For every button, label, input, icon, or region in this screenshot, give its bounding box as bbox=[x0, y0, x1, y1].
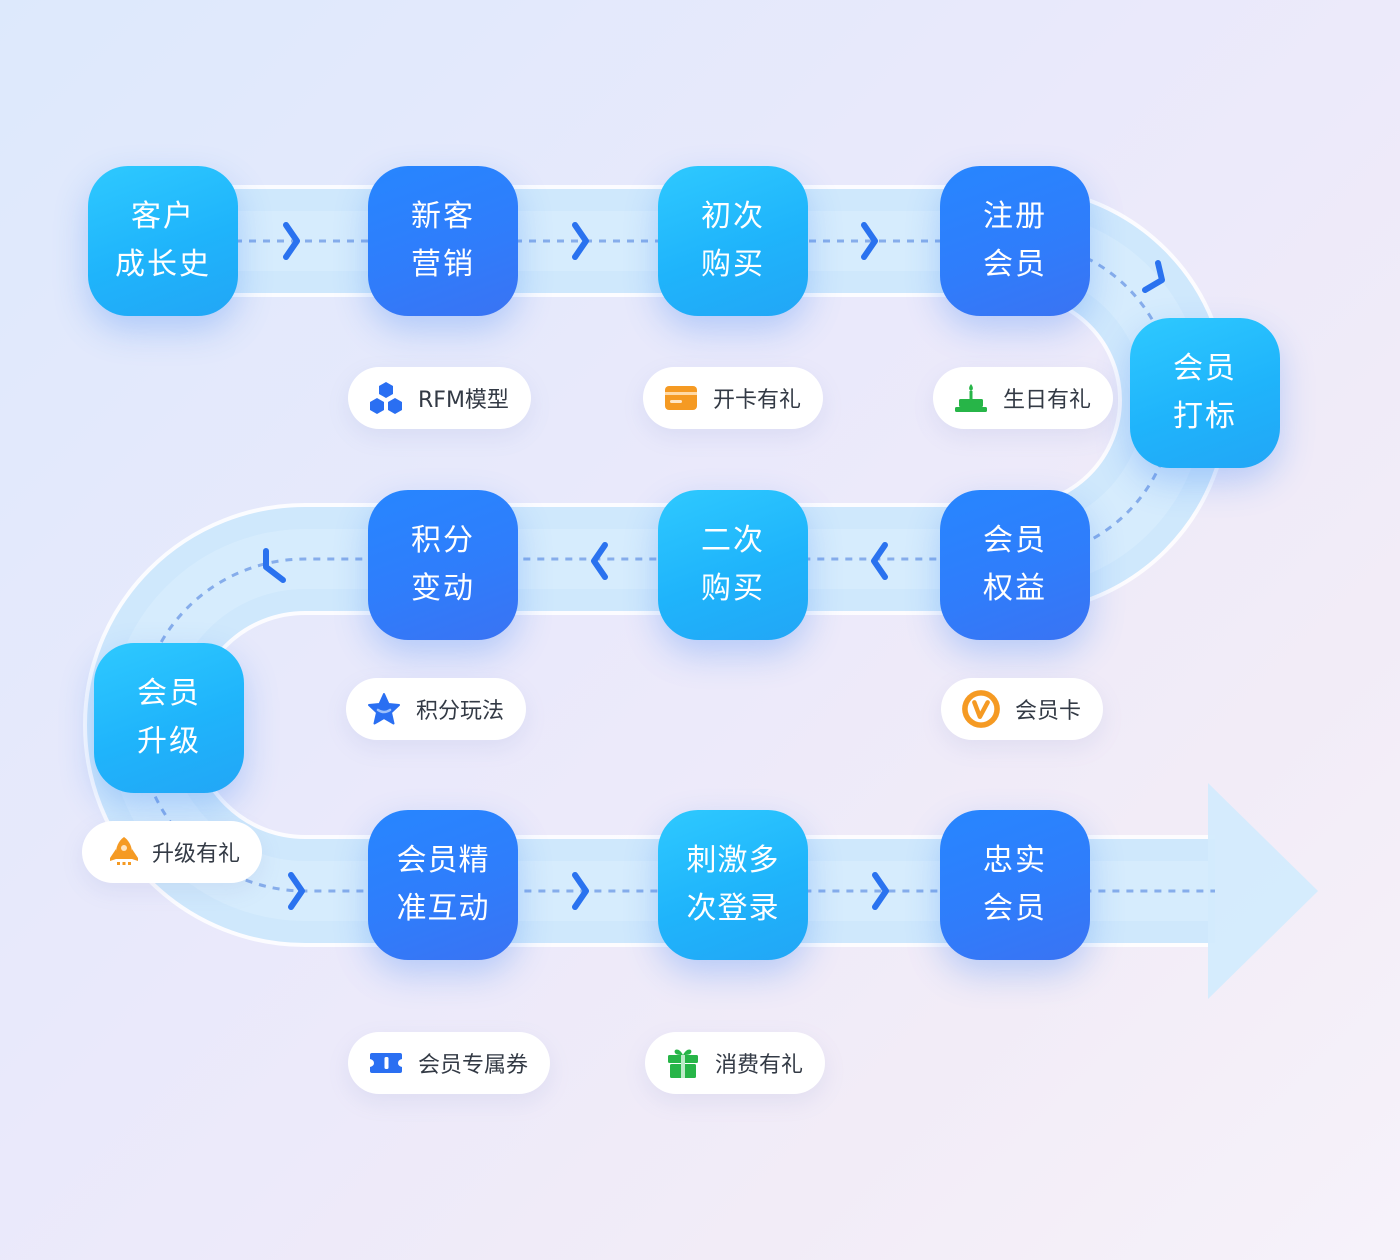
tag-points-play[interactable]: 积分玩法 bbox=[346, 678, 527, 740]
node-label: 会员精 准互动 bbox=[396, 843, 490, 926]
chevron-right-icon bbox=[872, 872, 889, 910]
cake-icon bbox=[955, 384, 987, 412]
node-member-tagging[interactable]: 会员 打标 bbox=[1130, 318, 1280, 468]
ticket-icon bbox=[370, 1053, 402, 1073]
chevron-right-icon bbox=[572, 222, 589, 260]
chevron-up-left-icon bbox=[263, 548, 286, 583]
chevron-right-icon bbox=[283, 222, 300, 260]
tag-card-gift[interactable]: 开卡有礼 bbox=[643, 367, 824, 429]
node-label: 新客 营销 bbox=[411, 199, 475, 282]
rocket-icon bbox=[110, 837, 138, 865]
node-label: 会员 升级 bbox=[137, 676, 201, 759]
node-points-change[interactable]: 积分 变动 bbox=[368, 490, 518, 640]
node-label: 二次 购买 bbox=[701, 523, 765, 606]
track-dashed-line bbox=[137, 239, 1215, 893]
node-stimulate-login[interactable]: 刺激多 次登录 bbox=[658, 810, 808, 960]
chevron-left-icon bbox=[591, 542, 608, 580]
node-loyal-member[interactable]: 忠实 会员 bbox=[940, 810, 1090, 960]
tag-purchase-gift[interactable]: 消费有礼 bbox=[645, 1032, 826, 1094]
gift-icon bbox=[668, 1049, 698, 1078]
tag-label: RFM模型 bbox=[418, 388, 509, 413]
node-label: 积分 变动 bbox=[411, 523, 475, 606]
chevron-right-icon bbox=[572, 872, 589, 910]
card-icon bbox=[665, 386, 697, 410]
tag-label: 会员专属券 bbox=[418, 1053, 529, 1078]
v-badge-icon bbox=[962, 690, 1000, 728]
node-label: 忠实 会员 bbox=[983, 843, 1047, 926]
tag-rfm-model[interactable]: RFM模型 bbox=[348, 367, 531, 429]
node-label: 会员 打标 bbox=[1173, 351, 1237, 434]
tag-label: 消费有礼 bbox=[715, 1053, 804, 1078]
tag-label: 开卡有礼 bbox=[713, 388, 802, 413]
node-first-purchase[interactable]: 初次 购买 bbox=[658, 166, 808, 316]
node-register-member[interactable]: 注册 会员 bbox=[940, 166, 1090, 316]
chevron-left-icon bbox=[871, 542, 888, 580]
chevron-right-icon bbox=[861, 222, 878, 260]
node-second-purchase[interactable]: 二次 购买 bbox=[658, 490, 808, 640]
node-label: 初次 购买 bbox=[701, 199, 765, 282]
node-label: 会员 权益 bbox=[983, 523, 1047, 606]
node-member-upgrade[interactable]: 会员 升级 bbox=[94, 643, 244, 793]
chevron-down-right-icon bbox=[1142, 260, 1165, 293]
tag-label: 积分玩法 bbox=[416, 699, 505, 724]
node-label: 注册 会员 bbox=[983, 199, 1047, 282]
track-end-arrow bbox=[1208, 783, 1318, 999]
hexagon-cluster-icon bbox=[370, 382, 402, 414]
tag-upgrade-gift[interactable]: 升级有礼 bbox=[82, 821, 263, 883]
tag-member-card[interactable]: 会员卡 bbox=[941, 678, 1104, 740]
node-member-benefits[interactable]: 会员 权益 bbox=[940, 490, 1090, 640]
node-label: 客户 成长史 bbox=[115, 199, 211, 282]
node-label: 刺激多 次登录 bbox=[686, 843, 780, 926]
chevron-right-icon bbox=[288, 872, 305, 910]
tag-label: 生日有礼 bbox=[1003, 388, 1092, 413]
tag-member-coupon[interactable]: 会员专属券 bbox=[348, 1032, 551, 1094]
star-icon bbox=[368, 693, 400, 725]
node-customer-history[interactable]: 客户 成长史 bbox=[88, 166, 238, 316]
tag-label: 升级有礼 bbox=[152, 842, 241, 867]
node-precise-interaction[interactable]: 会员精 准互动 bbox=[368, 810, 518, 960]
node-new-customer-marketing[interactable]: 新客 营销 bbox=[368, 166, 518, 316]
tag-birthday-gift[interactable]: 生日有礼 bbox=[933, 367, 1114, 429]
tag-label: 会员卡 bbox=[1015, 699, 1082, 724]
